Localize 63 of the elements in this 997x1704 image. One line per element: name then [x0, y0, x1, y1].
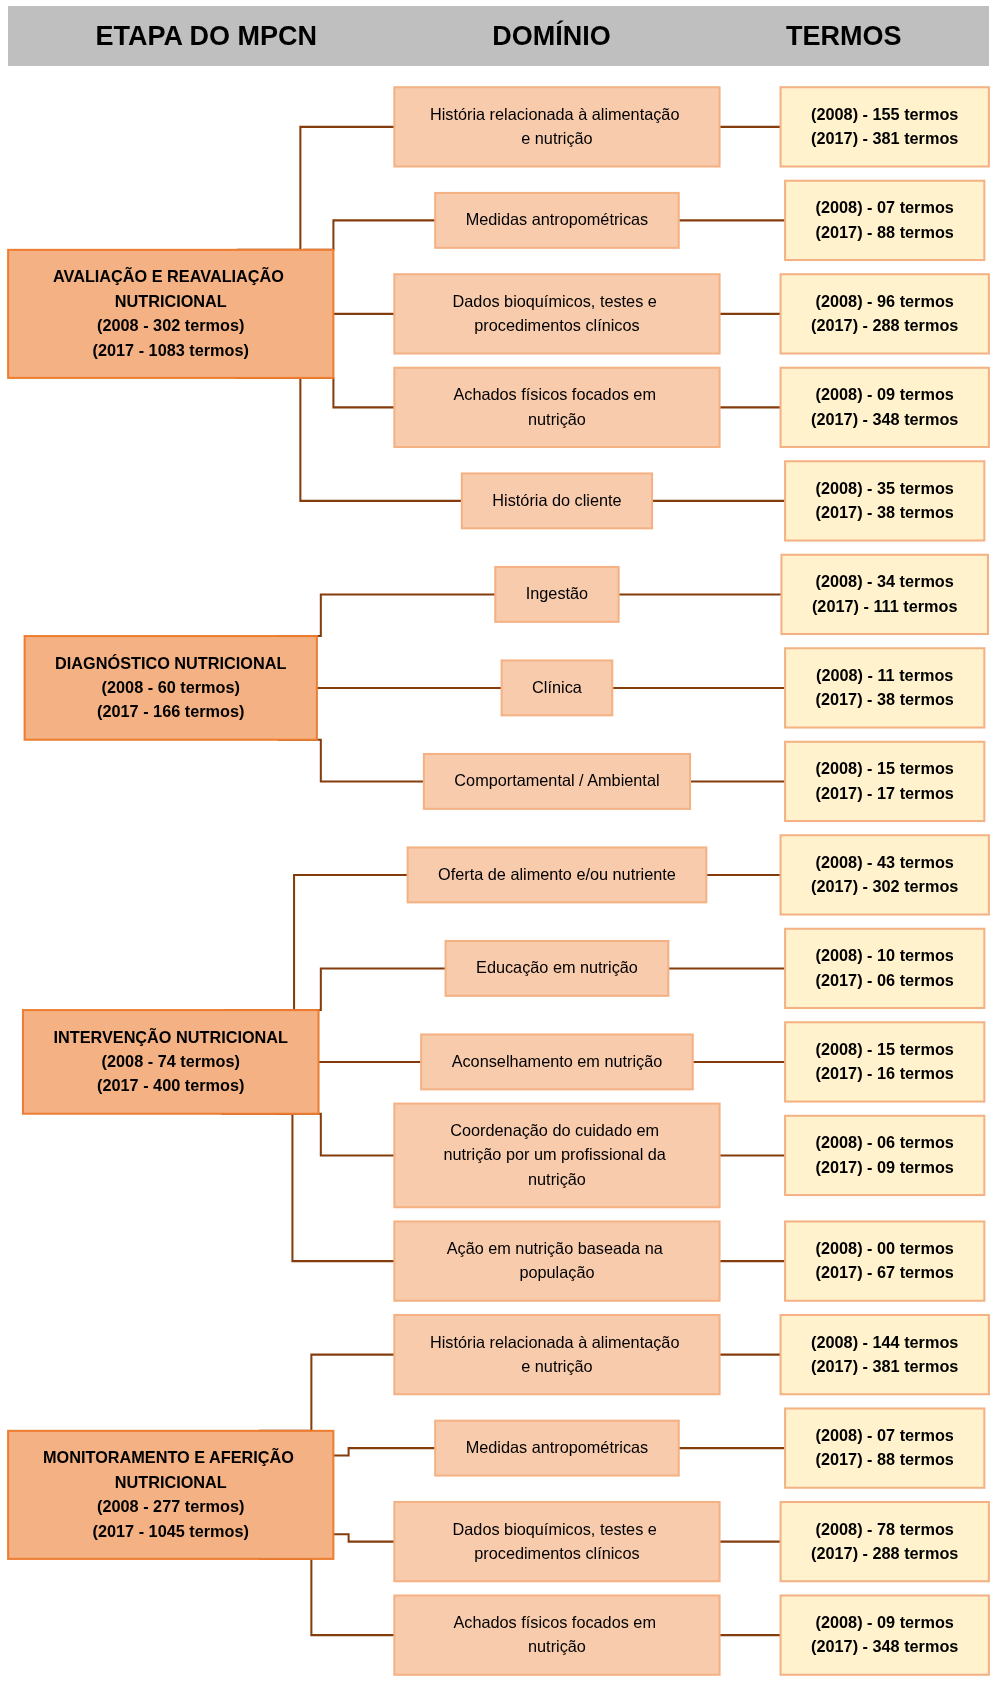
node-box: Oferta de alimento e/ou nutriente [406, 846, 708, 904]
node-box: (2008) - 11 termos (2017) - 38 termos [784, 647, 986, 729]
node-box: Aconselhamento em nutrição [420, 1033, 694, 1091]
connector [719, 312, 781, 315]
node-box: (2008) - 144 termos (2017) - 381 termos [779, 1313, 990, 1396]
connector [333, 1447, 436, 1457]
column-heading: TERMOS [785, 20, 902, 52]
connector [719, 1154, 786, 1157]
node-box: Comportamental / Ambiental [422, 752, 692, 810]
node-box: (2008) - 10 termos (2017) - 06 termos [784, 927, 986, 1010]
connector [316, 686, 502, 689]
node-box: (2008) - 07 termos (2017) - 88 termos [784, 179, 986, 262]
node-box: (2008) - 35 termos (2017) - 38 termos [784, 460, 986, 542]
node-box: Achados físicos focados em nutrição [393, 366, 721, 449]
node-box: Ação em nutrição baseada na população [393, 1220, 721, 1302]
connector [719, 125, 781, 128]
node-box: Coordenação do cuidado em nutrição por um profissional da nutrição [393, 1102, 721, 1209]
connector [719, 406, 781, 409]
node-box: (2008) - 15 termos (2017) - 17 termos [784, 740, 986, 823]
connector [678, 219, 786, 222]
node-box: (2008) - 78 termos (2017) - 288 termos [779, 1500, 990, 1583]
node-box: Dados bioquímicos, testes e procedimentos clínicos [393, 1500, 721, 1583]
connector [318, 1060, 422, 1063]
connector [652, 499, 786, 502]
node-box: Medidas antropométricas [434, 1419, 680, 1477]
connector [333, 312, 395, 315]
node-box: (2008) - 155 termos (2017) - 381 termos [779, 86, 990, 168]
connector [706, 873, 781, 876]
node-box: Dados bioquímicos, testes e procedimentos clínicos [393, 273, 721, 355]
connector [692, 1060, 786, 1063]
node-box: (2008) - 07 termos (2017) - 88 termos [784, 1407, 986, 1489]
connector [719, 1260, 786, 1263]
node-box: (2008) - 43 termos (2017) - 302 termos [779, 834, 990, 916]
connector [719, 1353, 781, 1356]
node-box: (2008) - 09 termos (2017) - 348 termos [779, 366, 990, 449]
node-box: Medidas antropométricas [434, 191, 680, 249]
node-box: História relacionada à alimentação e nutrição [393, 1313, 721, 1396]
connector [333, 1533, 395, 1543]
connector [668, 967, 786, 970]
node-box: História do cliente [460, 472, 654, 530]
node-box: Educação em nutrição [444, 939, 670, 997]
node-box: História relacionada à alimentação e nutrição [393, 86, 721, 168]
node-box: (2008) - 96 termos (2017) - 288 termos [779, 273, 990, 355]
connector [678, 1447, 786, 1450]
node-box: (2008) - 09 termos (2017) - 348 termos [779, 1594, 990, 1676]
node-box: Clínica [500, 659, 614, 717]
node-box: Ingestão [494, 565, 620, 623]
connector [618, 593, 782, 596]
connector [719, 1634, 781, 1637]
column-heading: DOMÍNIO [492, 20, 611, 52]
node-box: (2008) - 34 termos (2017) - 111 termos [780, 553, 989, 636]
node-box: MONITORAMENTO E AFERIÇÃO NUTRICIONAL (2008 - 277 termos) (2017 - 1045 termos) [7, 1429, 335, 1560]
connector [690, 780, 786, 783]
node-box: DIAGNÓSTICO NUTRICIONAL (2008 - 60 termos) (2017 - 166 termos) [23, 635, 318, 741]
connector [719, 1540, 781, 1543]
node-box: (2008) - 00 termos (2017) - 67 termos [784, 1220, 986, 1302]
connector [612, 686, 786, 689]
column-heading: ETAPA DO MPCN [95, 20, 318, 52]
node-box: (2008) - 06 termos (2017) - 09 termos [784, 1114, 986, 1197]
node-box: INTERVENÇÃO NUTRICIONAL (2008 - 74 termos) (2017 - 400 termos) [21, 1009, 320, 1115]
node-box: Achados físicos focados em nutrição [393, 1594, 721, 1676]
node-box: AVALIAÇÃO E REAVALIAÇÃO NUTRICIONAL (2008 - 302 termos) (2017 - 1083 termos) [7, 248, 335, 379]
node-box: (2008) - 15 termos (2017) - 16 termos [784, 1021, 986, 1103]
